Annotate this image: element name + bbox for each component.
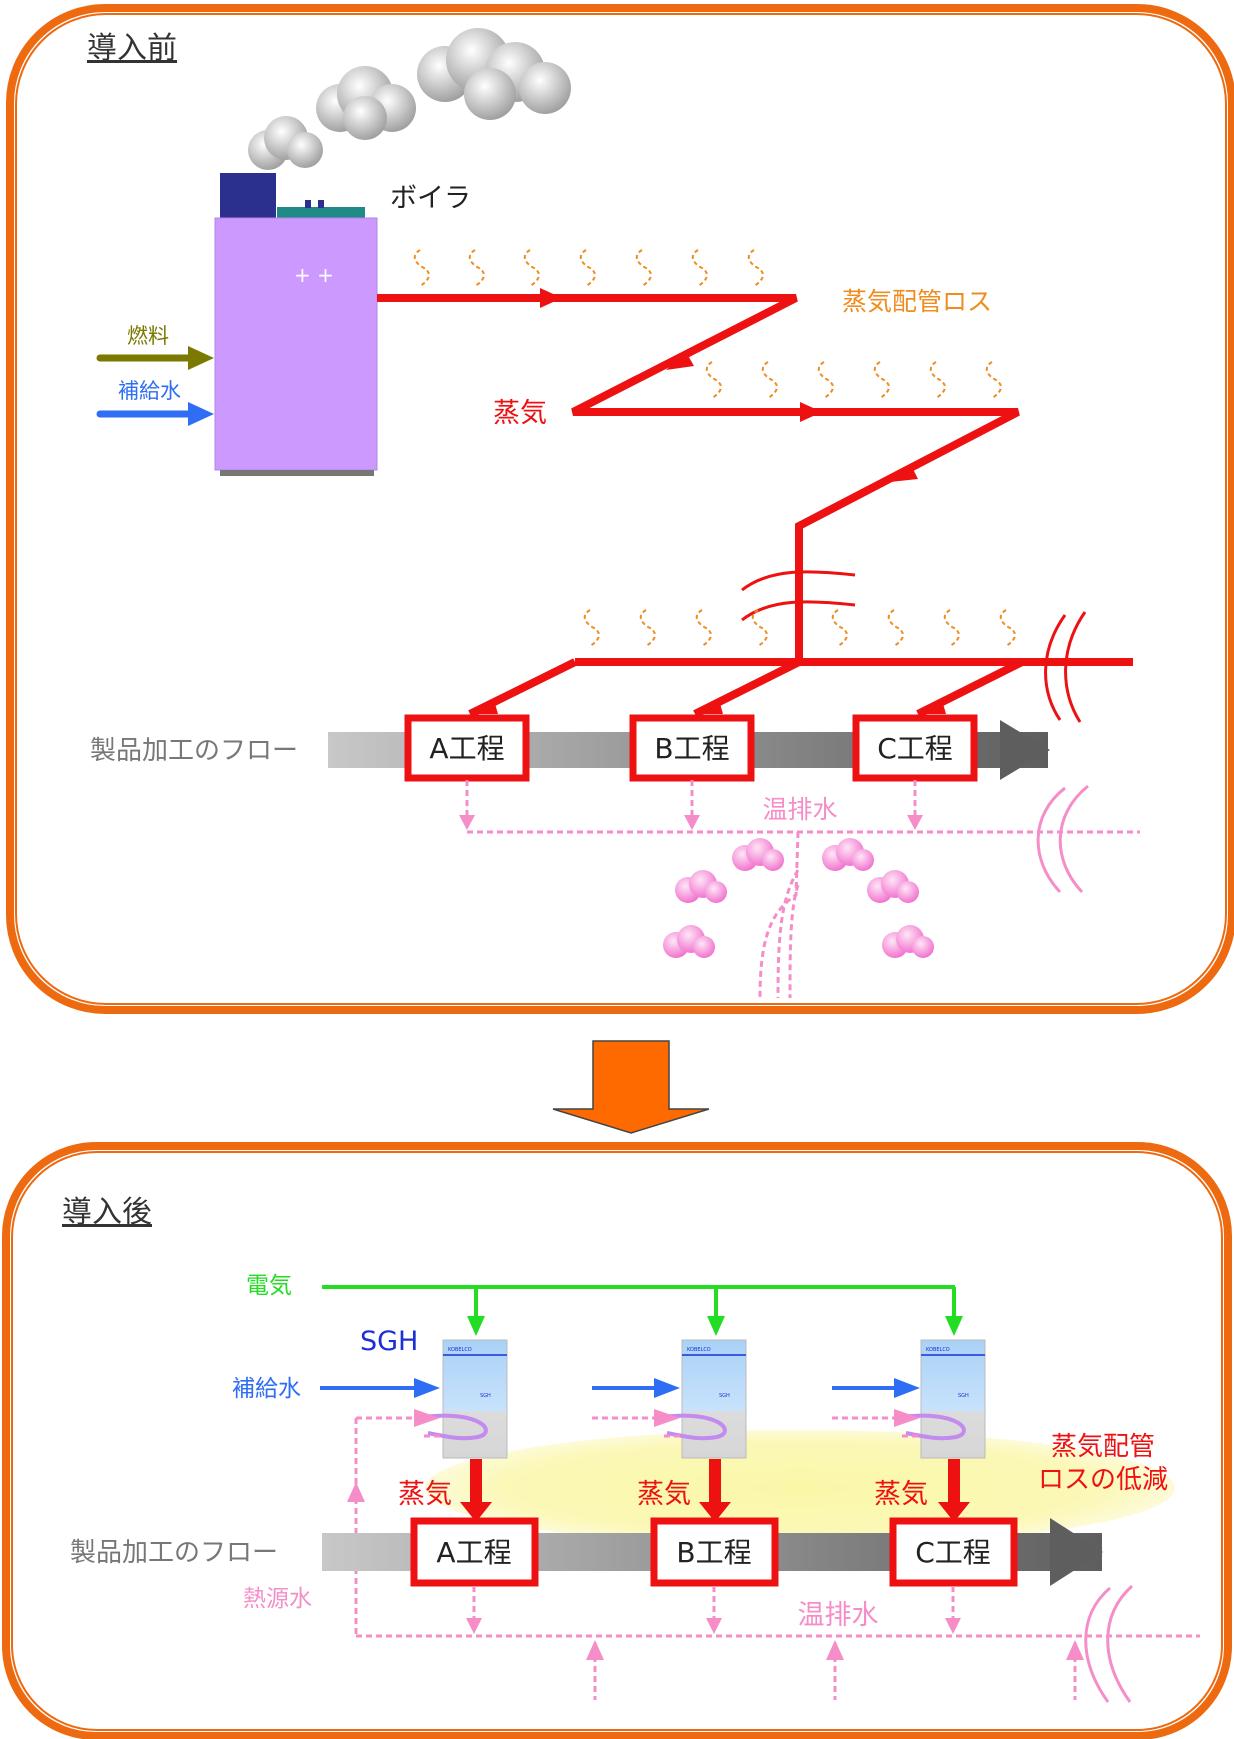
before-flow-label: 製品加工のフロー [90,736,298,766]
fuel-label: 燃料 [127,324,169,348]
after-step-b: B工程 [650,1517,779,1587]
after-step-a-label: A工程 [436,1536,511,1569]
before-step-a: A工程 [404,714,530,782]
loss-reduction-label-line1: 蒸気配管 [1051,1432,1155,1462]
after-flow-label: 製品加工のフロー [70,1538,278,1568]
before-step-a-label: A工程 [429,732,504,765]
after-panel: 導入後 蒸気配管 ロスの低減 電気 SGH KOBELCO SGH [2,1142,1232,1739]
after-step-c-label: C工程 [915,1536,991,1569]
after-frame-outer [2,1142,1232,1739]
after-steam-label-a: 蒸気 [398,1479,452,1510]
after-drain-label: 温排水 [798,1600,879,1631]
before-drain-break [1036,784,1089,894]
before-step-c-label: C工程 [877,732,953,765]
heat-source-water-loop [354,1416,1200,1700]
boiler-top-equipment [277,207,365,219]
pipe-break-symbol [741,570,1087,723]
boiler-base [220,470,374,476]
before-vapor-clouds [663,838,934,958]
electricity-arrowheads [467,1316,963,1336]
after-makeup-water-label: 補給水 [232,1376,301,1402]
after-drain-lines [472,1586,955,1624]
sgh-unit-b-brand: KOBELCO [687,1347,711,1353]
fuel-arrow [96,346,214,370]
after-title: 導入後 [62,1195,152,1230]
electricity-line [322,1285,956,1323]
electricity-label: 電気 [246,1273,292,1299]
after-step-b-label: B工程 [676,1536,751,1569]
sgh-unit-c: KOBELCO SGH [901,1339,986,1459]
after-steam-label-c: 蒸気 [874,1479,928,1510]
boiler-chimney [220,173,276,219]
heat-loss-squiggles [413,249,1016,647]
after-steam-label-b: 蒸気 [637,1479,691,1510]
before-drain-lines [465,780,1140,999]
sgh-unit-c-brand: KOBELCO [926,1347,950,1353]
before-frame-inner [15,13,1227,1005]
after-step-a: A工程 [410,1517,539,1587]
sgh-label: SGH [360,1326,418,1357]
makeup-water-arrow [96,402,214,426]
heat-source-water-arrowheads [347,1409,1084,1660]
before-drain-arrowheads [459,815,923,830]
sgh-unit-a-model: SGH [480,1393,491,1399]
transition-arrow [552,1040,710,1134]
makeup-water-label: 補給水 [118,379,181,403]
before-step-c: C工程 [852,714,978,782]
boiler: + + [214,173,378,476]
sgh-unit-b: KOBELCO SGH [662,1339,747,1459]
after-makeup-water-arrowheads [414,1378,920,1398]
before-frame-outer [6,4,1234,1014]
loss-reduction-label-line2: ロスの低減 [1038,1465,1168,1495]
after-drain-arrowheads [466,1618,961,1634]
boiler-gauge-icon: + + [294,263,334,287]
before-step-b-label: B工程 [654,732,729,765]
sgh-unit-a-brand: KOBELCO [448,1347,472,1353]
after-step-c: C工程 [889,1517,1018,1587]
smoke-cloud-1 [248,116,323,170]
before-step-b: B工程 [629,714,755,782]
heat-source-water-label: 熱源水 [243,1586,312,1612]
boiler-label: ボイラ [390,183,471,214]
before-panel: 導入前 [6,4,1234,1014]
after-frame-inner [11,1151,1223,1731]
smoke-cloud-3 [417,28,571,120]
pipe-loss-label: 蒸気配管ロス [842,287,992,316]
sgh-unit-b-model: SGH [719,1393,730,1399]
after-drain-break [1084,1584,1134,1703]
steam-pipe [377,294,1133,718]
loss-reduction-area [425,1430,1175,1546]
smoke-cloud-2 [316,66,416,140]
steam-label: 蒸気 [493,398,547,429]
before-drain-label: 温排水 [762,795,837,824]
after-steam-arrows [460,1459,970,1522]
boiler-body [214,217,378,471]
steam-flow-arrowheads [470,288,946,714]
smoke-clouds [248,28,571,170]
sgh-unit-a: KOBELCO SGH [423,1339,508,1459]
sgh-unit-c-model: SGH [958,1393,969,1399]
before-title: 導入前 [87,31,177,66]
